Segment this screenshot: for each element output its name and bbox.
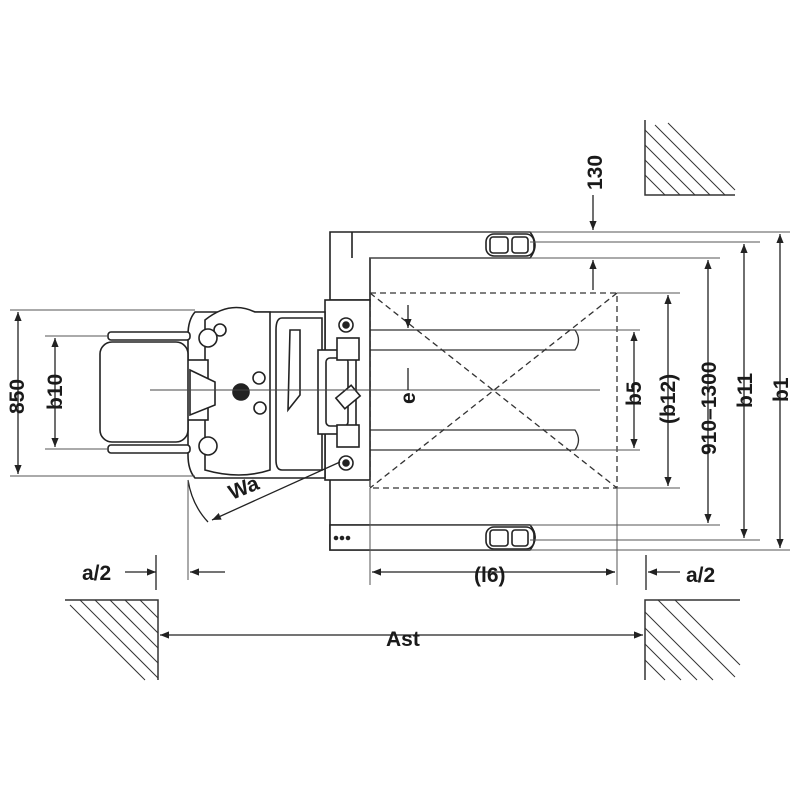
dimension-lines — [14, 195, 784, 548]
operator-platform — [99, 331, 191, 454]
fork-bottom — [329, 480, 536, 551]
wall-hatch-top-right — [644, 120, 736, 196]
dim-width-range-label: 910–1300 — [698, 362, 721, 455]
fork-top — [329, 231, 536, 301]
dim-e-label: e — [397, 392, 420, 404]
turning-radius-wa — [187, 461, 341, 523]
dim-b12-label: (b12) — [657, 374, 680, 424]
dim-b10-label: b10 — [44, 374, 67, 410]
horizontal-dimension-lines — [125, 555, 680, 639]
dim-ast-label: Ast — [386, 628, 420, 651]
dim-a2-right-label: a/2 — [686, 564, 715, 587]
dim-a2-left-label: a/2 — [82, 562, 111, 585]
wall-hatch-bottom-right — [644, 599, 741, 681]
dim-b5-label: b5 — [623, 381, 646, 406]
dim-l6-label: (l6) — [474, 564, 506, 587]
dim-b1-label: b1 — [770, 377, 793, 402]
dim-b11-label: b11 — [734, 373, 757, 408]
dim-130-label: 130 — [584, 155, 607, 190]
extension-lines — [10, 231, 790, 585]
dim-850-label: 850 — [6, 379, 29, 414]
wall-hatch-bottom-left — [65, 599, 159, 681]
